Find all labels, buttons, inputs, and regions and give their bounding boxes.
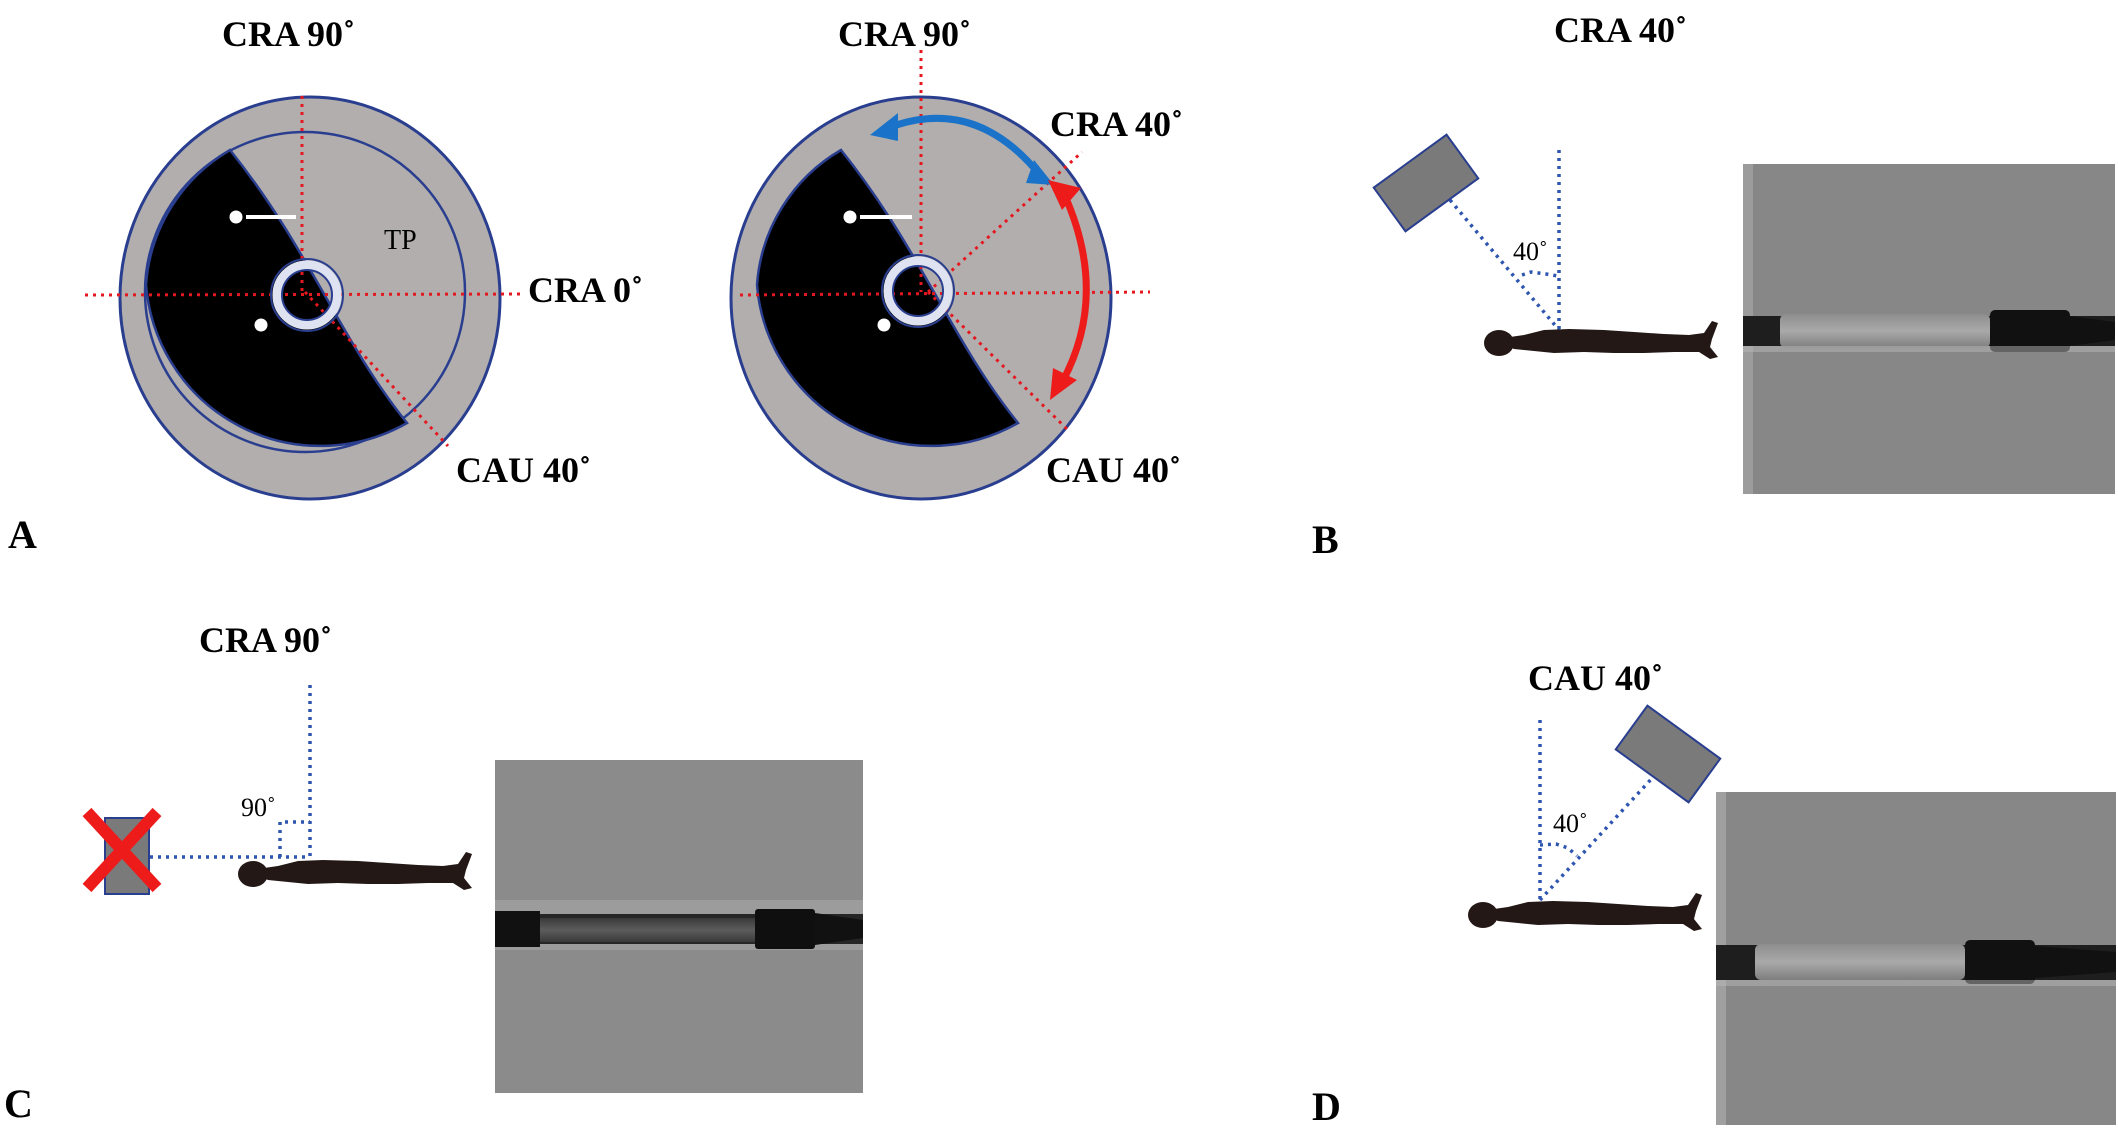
label-cra-40-b: CRA 40˚ (1554, 10, 1687, 50)
panel-d: CAU 40˚ 40˚ D (1312, 658, 2116, 1129)
guide-line-diagonal (303, 290, 450, 448)
patient-b-icon (1484, 321, 1718, 359)
patient-d-icon (1468, 893, 1702, 931)
catheter-inner (281, 269, 333, 321)
catheter-outer (270, 258, 344, 332)
marker-dot-3 (843, 210, 857, 224)
patient-c-icon (238, 852, 472, 890)
panel-a-left-wheel: TP CRA 90˚ CRA 0˚ CAU 40˚ (84, 14, 643, 501)
label-cra-90-right: CRA 90˚ (838, 14, 971, 54)
angle-arc-d (1539, 842, 1579, 858)
blocked-x-icon (82, 807, 162, 893)
blue-arrowhead-left-icon (870, 113, 898, 141)
angle-arc-b (1521, 270, 1559, 278)
angle-label-b: 40˚ (1513, 237, 1548, 266)
angle-label-d: 40˚ (1553, 809, 1588, 838)
catheter-ring-icon (272, 260, 342, 330)
detector-d-icon (1614, 704, 1722, 804)
label-cra-40-right: CRA 40˚ (1050, 104, 1183, 144)
catheter-ring-icon-2 (883, 256, 953, 326)
label-tp: TP (384, 225, 417, 256)
red-arrowhead-top-icon (1048, 180, 1081, 210)
marker-dot-2 (254, 318, 268, 332)
detector-b-icon (1372, 133, 1480, 233)
panel-label-d: D (1312, 1084, 1341, 1129)
guide-line-cau40 (926, 290, 1072, 434)
xray-image-c (495, 760, 863, 1093)
label-cau-40-d: CAU 40˚ (1528, 658, 1663, 698)
angle-label-c: 90˚ (241, 793, 276, 822)
panel-c: CRA 90˚ 90˚ C (4, 620, 863, 1126)
label-cau-40-left: CAU 40˚ (456, 450, 591, 490)
catheter-outer-2 (881, 254, 955, 328)
angle-square-c (278, 820, 310, 857)
panel-a-right-wheel: CRA 90˚ CRA 40˚ CAU 40˚ (729, 14, 1183, 501)
red-arc (1056, 194, 1090, 388)
label-cra-0: CRA 0˚ (528, 270, 643, 310)
xray-image-b (1743, 164, 2115, 494)
panel-label-a: A (8, 512, 37, 557)
guide-line-cra40 (926, 150, 1084, 294)
panel-label-b: B (1312, 517, 1339, 562)
catheter-inner-2 (892, 265, 944, 317)
red-arrowhead-bottom-icon (1050, 368, 1077, 400)
blue-arrowhead-right-icon (1026, 160, 1054, 185)
label-cra-90-c: CRA 90˚ (199, 620, 332, 660)
marker-dot-4 (877, 318, 891, 332)
panel-label-c: C (4, 1081, 33, 1126)
blue-arc (886, 114, 1043, 178)
xray-image-d (1716, 792, 2116, 1125)
panel-b: CRA 40˚ 40˚ B (1312, 10, 2115, 562)
guide-line-horizontal (84, 292, 526, 297)
marker-dot (229, 210, 243, 224)
label-cra-90-left: CRA 90˚ (222, 14, 355, 54)
label-cau-40-right: CAU 40˚ (1046, 450, 1181, 490)
